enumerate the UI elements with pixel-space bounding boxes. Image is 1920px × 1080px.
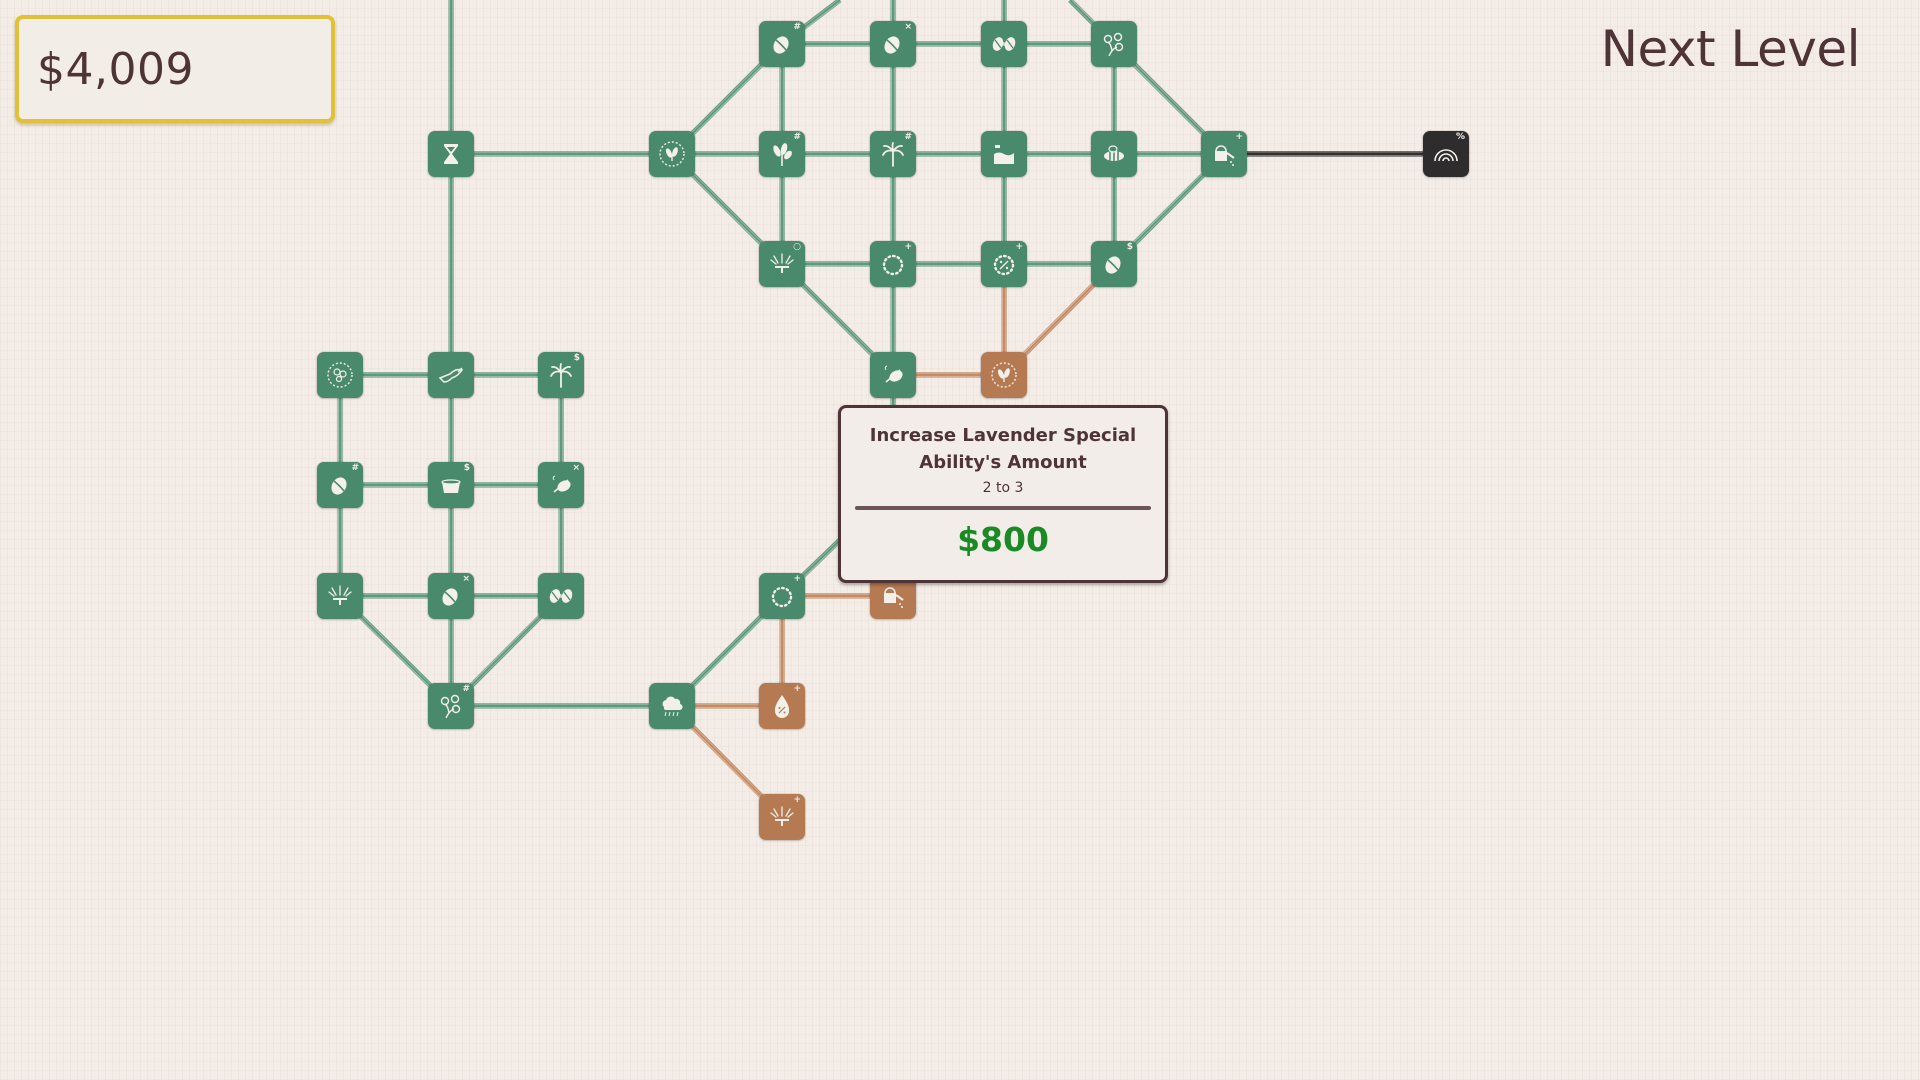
upgrade-node-coffee-bean-count-top[interactable]: # [759, 21, 805, 67]
palm-icon [882, 142, 904, 167]
upgrade-node-bee[interactable] [1091, 131, 1137, 177]
dotted-ring-icon [882, 254, 904, 276]
upgrade-node-flowers-count[interactable]: # [428, 683, 474, 729]
upgrade-node-hummingbird[interactable] [428, 352, 474, 398]
modifier-badge: + [793, 684, 801, 694]
rainbow-icon [1434, 149, 1458, 162]
coffee-bean-icon [1105, 256, 1121, 274]
upgrade-node-palm-dollar[interactable]: $ [538, 352, 584, 398]
upgrade-node-lavender-ring-available[interactable] [981, 352, 1027, 398]
upgrade-node-dotted-ring-plus[interactable]: + [870, 241, 916, 287]
butterfly-icon [884, 365, 903, 383]
hummingbird-icon [438, 367, 464, 383]
modifier-badge: + [793, 795, 801, 805]
upgrade-node-double-bean-left[interactable] [538, 573, 584, 619]
modifier-badge: # [793, 22, 801, 32]
upgrade-node-sprinkler-circle[interactable]: ○ [759, 241, 805, 287]
upgrade-node-coffee-bean-count-left[interactable]: # [317, 462, 363, 508]
upgrade-node-rainbow-locked[interactable]: % [1423, 131, 1469, 177]
bee-icon [1104, 145, 1124, 161]
upgrade-node-coffee-bean-mult-top[interactable]: × [870, 21, 916, 67]
flowers-icon [1103, 32, 1124, 57]
tooltip-divider [855, 506, 1151, 510]
lavender-ring-icon [991, 362, 1017, 388]
modifier-badge: % [1455, 132, 1465, 142]
sprinkler-icon [770, 253, 794, 273]
watering-can-icon [884, 587, 904, 608]
modifier-badge: + [793, 574, 801, 584]
modifier-badge: $ [1126, 242, 1133, 252]
modifier-badge: # [793, 132, 801, 142]
upgrade-node-lavender-ring[interactable] [649, 131, 695, 177]
water-drop-icon [774, 695, 790, 718]
modifier-badge: # [351, 463, 359, 473]
flowers-icon [440, 694, 461, 719]
modifier-badge: × [462, 574, 470, 584]
next-level-button[interactable]: Next Level [1600, 20, 1861, 78]
flower-ring-icon [327, 362, 353, 388]
money-amount: $4,009 [37, 43, 194, 95]
modifier-badge: $ [573, 353, 580, 363]
coffee-bean-icon [884, 36, 900, 54]
sprinkler-icon [328, 585, 352, 605]
palm-icon [550, 363, 572, 388]
modifier-badge: + [904, 242, 912, 252]
upgrade-node-coffee-bean-mult-left[interactable]: × [428, 573, 474, 619]
upgrade-node-flower-ring-left[interactable] [317, 352, 363, 398]
butterfly-icon [552, 475, 571, 493]
modifier-badge: × [572, 463, 580, 473]
upgrade-node-dotted-ring-percent[interactable]: + [981, 241, 1027, 287]
modifier-badge: × [904, 22, 912, 32]
modifier-badge: # [462, 684, 470, 694]
watering-can-icon [1215, 145, 1235, 166]
hourglass-icon [444, 144, 458, 164]
upgrade-node-water-drop-percent[interactable]: + [759, 683, 805, 729]
planter-icon [994, 145, 1014, 164]
upgrade-node-hourglass[interactable] [428, 131, 474, 177]
tooltip-price: $800 [957, 520, 1049, 559]
coffee-bean-icon [442, 588, 458, 606]
modifier-badge: $ [463, 463, 470, 473]
upgrade-node-rain-cloud[interactable] [649, 683, 695, 729]
coffee-bean-icon [331, 477, 347, 495]
upgrade-node-flowers-top[interactable] [1091, 21, 1137, 67]
money-display: $4,009 [15, 15, 335, 123]
dotted-ring-percent-icon [993, 254, 1015, 276]
rain-cloud-icon [662, 696, 683, 717]
upgrade-node-planter[interactable] [981, 131, 1027, 177]
sprinkler-icon [770, 806, 794, 826]
coffee-bean-icon [773, 36, 789, 54]
modifier-badge: + [1015, 242, 1023, 252]
tooltip-subtitle: 2 to 3 [982, 480, 1024, 496]
modifier-badge: ○ [793, 242, 801, 252]
dotted-ring-icon [771, 586, 793, 608]
upgrade-node-sprinkler-left[interactable] [317, 573, 363, 619]
upgrade-node-sprinkler-plus[interactable]: + [759, 794, 805, 840]
upgrade-tooltip: Increase Lavender Special Ability's Amou… [838, 405, 1168, 583]
double-bean-icon [992, 37, 1016, 51]
upgrade-node-butterfly[interactable] [870, 352, 916, 398]
upgrade-node-dotted-ring-plus-lower[interactable]: + [759, 573, 805, 619]
upgrade-node-butterfly-mult[interactable]: × [538, 462, 584, 508]
modifier-badge: # [904, 132, 912, 142]
upgrade-node-palm-count[interactable]: # [870, 131, 916, 177]
upgrade-node-lavender-count[interactable]: # [759, 131, 805, 177]
lavender-ring-icon [659, 141, 685, 167]
pot-icon [441, 479, 461, 493]
double-bean-icon [549, 589, 573, 603]
upgrade-node-coffee-bean-money[interactable]: $ [1091, 241, 1137, 287]
modifier-badge: + [1235, 132, 1243, 142]
upgrade-node-double-bean-top[interactable] [981, 21, 1027, 67]
tooltip-title: Increase Lavender Special Ability's Amou… [869, 425, 1137, 473]
upgrade-node-pot-dollar[interactable]: $ [428, 462, 474, 508]
lavender-icon [773, 143, 792, 166]
upgrade-node-watering-can-plus[interactable]: + [1201, 131, 1247, 177]
